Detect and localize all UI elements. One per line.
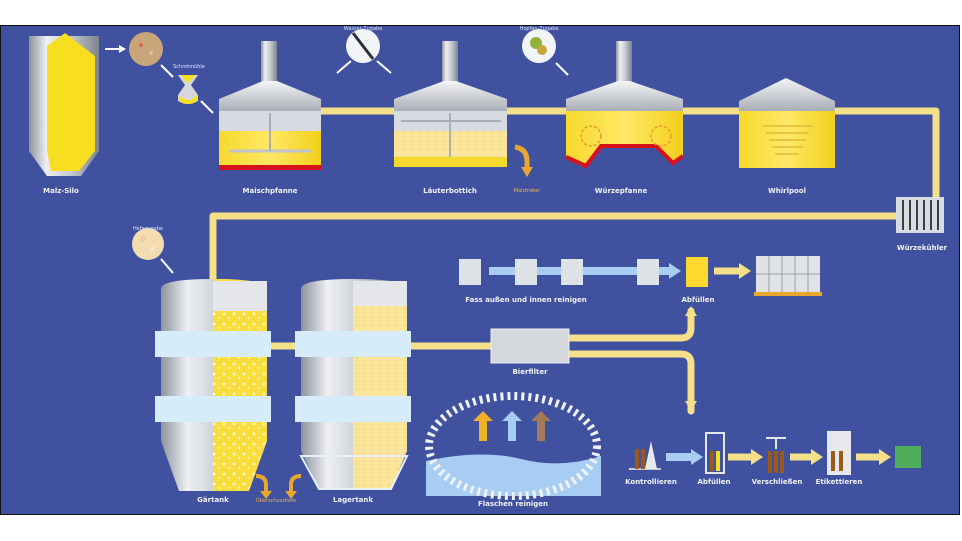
label-whirlpool: Whirlpool [768,187,806,195]
capping-station-icon [766,437,786,473]
hot-water-arrow-icon [473,411,493,441]
yeast-addition-icon [132,228,174,274]
hops-addition-icon [522,29,569,76]
mash-tun [219,41,321,170]
keg-line [459,256,822,316]
keg-icon [459,259,481,285]
fermentation-tank [155,279,271,491]
label-beer-filter: Bierfilter [512,368,548,376]
label-wort-cooler: Würzekühler [896,244,948,252]
inspection-station-icon [629,441,661,470]
label-lauter-tun: Läuterbottich [423,187,477,195]
label-bottle-cleaning: Flaschen reinigen [477,500,549,508]
keg-icon [637,259,659,285]
label-hops-addition: Hopfen-Zugabe [519,26,559,32]
diagram-canvas [29,29,944,500]
label-bottle-filling: Abfüllen [697,478,731,486]
label-surplus-yeast: Überschusshefe [256,498,296,504]
lye-arrow-icon [531,411,551,441]
malt-grain-icon [105,32,163,66]
label-malt-silo: Malz-Silo [43,187,79,195]
label-fermentation-tank: Gärtank [197,496,229,504]
spent-grain-arrow [514,144,533,177]
label-capping: Verschließen [751,478,803,486]
label-water-addition: Wasser-Zugabe [343,26,383,32]
wort-pipe-return [209,212,905,283]
label-labeling: Etikettieren [815,478,863,486]
surplus-yeast-arrow-head [260,491,272,499]
brewing-process-diagram: Malz-Silo Schrotmühle Maischpfanne Wasse… [0,25,960,515]
pipe-to-keg-filling [565,307,695,342]
filled-keg-icon [686,257,708,287]
malt-silo [29,33,99,176]
bottle-line [629,401,921,475]
label-inspection: Kontrollieren [625,478,677,486]
keg-icon [515,259,537,285]
wort-kettle [565,41,685,169]
surplus-yeast-arrows [255,474,302,493]
mill-icon [160,64,214,114]
label-keg-filling: Abfüllen [681,296,715,304]
label-mill: Schrotmühle [173,64,205,70]
keg-pallet-icon [754,256,822,296]
label-mash-tun: Maischpfanne [242,187,298,195]
surplus-yeast-arrow-head [285,491,297,499]
wort-cooler [896,197,944,233]
keg-icon [561,259,583,285]
bottle-washer [425,392,601,500]
label-yeast-addition: Hefezugabe [133,226,163,232]
label-wort-kettle: Würzepfanne [594,187,648,195]
beer-filter [490,328,570,364]
filling-station-icon [705,432,725,474]
lager-tank [295,279,411,490]
label-keg-cleaning: Fass außen und innen reinigen [465,296,587,304]
pipe-to-bottle-filling [565,350,695,415]
whirlpool [739,78,835,168]
label-spent-grain: Malztreber [513,188,541,194]
labeling-station-icon [827,431,851,475]
cold-water-arrow-icon [502,411,522,441]
lauter-tun [394,41,507,167]
water-addition-icon [336,29,392,74]
label-lager-tank: Lagertank [332,496,374,504]
bottle-crate-icon [895,446,921,468]
